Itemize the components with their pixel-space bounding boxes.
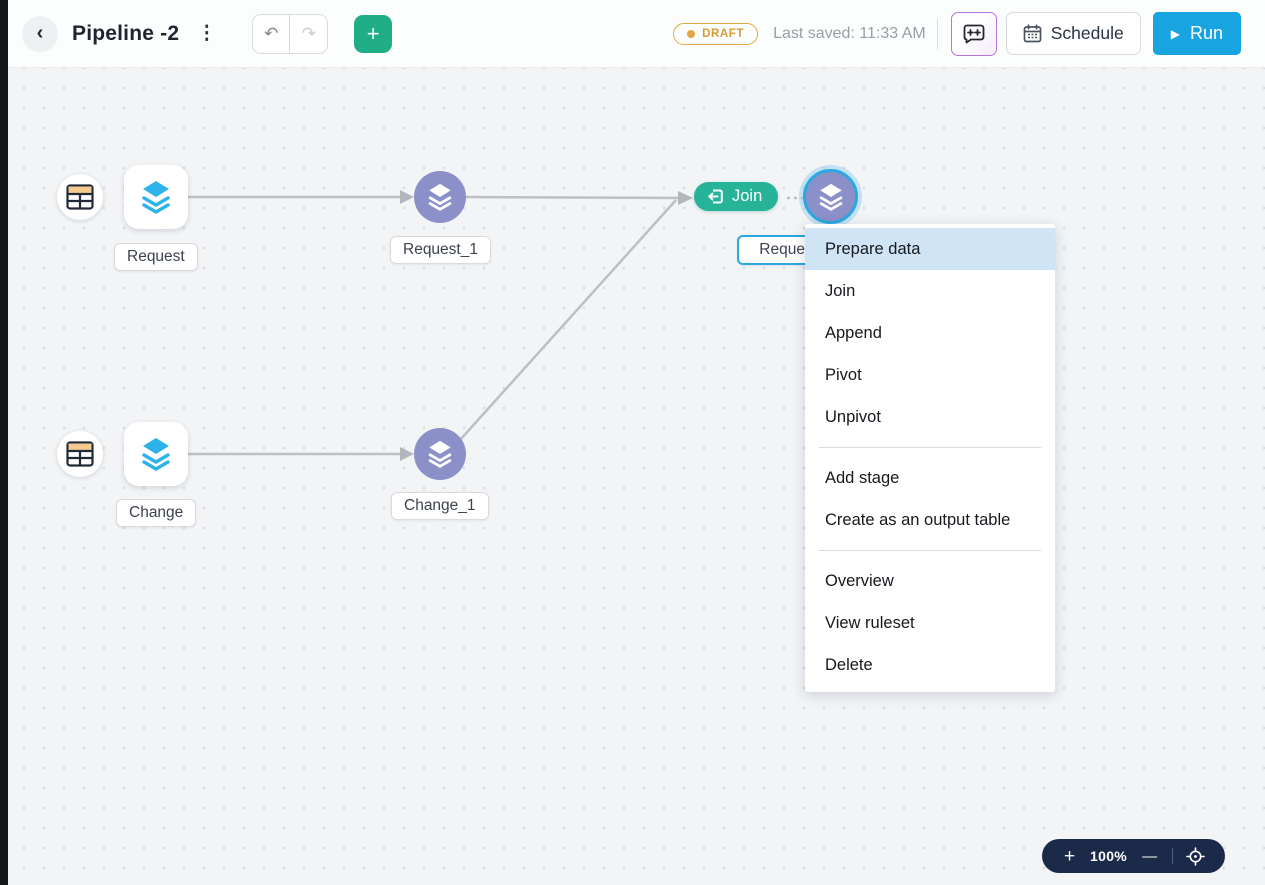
transform-node-request-1[interactable] (414, 171, 466, 223)
status-badge-label: DRAFT (702, 27, 745, 40)
stage-node-change[interactable] (124, 422, 188, 486)
stage-icon-white (428, 183, 452, 211)
node-context-menu: Prepare data Join Append Pivot Unpivot A… (805, 224, 1055, 692)
source-table-badge-request[interactable] (57, 174, 103, 220)
menu-item-pivot[interactable]: Pivot (825, 365, 862, 384)
back-chevron-icon: ‹ (36, 22, 44, 44)
transform-node-change-1[interactable] (414, 428, 466, 480)
ai-assistant-button[interactable] (950, 11, 997, 56)
top-toolbar: ‹ Pipeline -2 ⋮ ↶ ↷ + DRAFT Last saved: … (8, 0, 1265, 68)
menu-item-create-output-table[interactable]: Create as an output table (825, 510, 1011, 529)
stage-icon-white (428, 440, 452, 468)
menu-item-delete[interactable]: Delete (825, 655, 873, 674)
status-dot-icon (687, 29, 696, 38)
node-label-change-1[interactable]: Change_1 (391, 492, 489, 520)
node-label-request[interactable]: Request (114, 243, 198, 271)
zoom-out-button[interactable]: — (1142, 847, 1158, 865)
undo-icon: ↶ (264, 23, 279, 43)
connector-lines (188, 190, 805, 461)
ai-chat-bubble-icon (963, 24, 985, 43)
fit-to-screen-button[interactable] (1186, 846, 1205, 866)
menu-divider (819, 447, 1041, 448)
join-label: Join (732, 187, 763, 205)
add-button[interactable]: + (354, 14, 393, 53)
node-label-request-1[interactable]: Request_1 (390, 236, 491, 264)
zoom-divider (1172, 848, 1174, 864)
transform-node-selected[interactable] (803, 169, 858, 224)
zoom-in-button[interactable]: + (1063, 845, 1076, 867)
left-edge-strip (0, 0, 8, 885)
stage-icon-white (819, 183, 842, 211)
redo-button[interactable]: ↷ (290, 14, 328, 53)
back-button[interactable]: ‹ (22, 15, 58, 52)
stage-node-request[interactable] (124, 165, 188, 229)
prepare-stage-icon (142, 181, 170, 214)
run-button[interactable]: ▶ Run (1152, 12, 1241, 55)
source-table-badge-change[interactable] (57, 431, 103, 477)
crosshair-icon (1186, 846, 1205, 866)
menu-item-join[interactable]: Join (825, 281, 856, 300)
play-icon: ▶ (1170, 26, 1180, 41)
menu-divider (819, 550, 1041, 551)
undo-redo-group: ↶ ↷ (252, 13, 329, 54)
node-label-change[interactable]: Change (116, 499, 197, 527)
run-label: Run (1189, 23, 1223, 43)
table-icon (66, 184, 94, 210)
page-title: Pipeline -2 (72, 21, 180, 45)
menu-item-overview[interactable]: Overview (825, 571, 894, 590)
join-icon (708, 189, 723, 204)
schedule-button[interactable]: Schedule (1005, 12, 1141, 55)
zoom-control: + 100% — (1042, 839, 1225, 873)
zoom-level: 100% (1090, 848, 1128, 864)
calendar-icon (1023, 24, 1042, 43)
plus-icon: + (366, 20, 380, 46)
schedule-label: Schedule (1050, 23, 1124, 43)
undo-button[interactable]: ↶ (253, 14, 291, 53)
menu-item-append[interactable]: Append (825, 323, 882, 342)
status-badge: DRAFT (673, 22, 759, 45)
menu-item-view-ruleset[interactable]: View ruleset (825, 613, 915, 632)
prepare-stage-icon (142, 438, 170, 471)
menu-item-add-stage[interactable]: Add stage (825, 468, 900, 487)
redo-icon: ↷ (301, 23, 316, 43)
pipeline-canvas[interactable]: Request Request_1 Join Reques (8, 68, 1265, 885)
last-saved-text: Last saved: 11:33 AM (773, 24, 926, 42)
more-options-icon[interactable]: ⋮ (197, 23, 217, 44)
toolbar-divider (936, 18, 938, 49)
menu-item-prepare-data[interactable]: Prepare data (805, 228, 1055, 270)
join-node[interactable]: Join (694, 182, 779, 211)
table-icon (66, 441, 94, 467)
menu-item-unpivot[interactable]: Unpivot (825, 407, 881, 426)
